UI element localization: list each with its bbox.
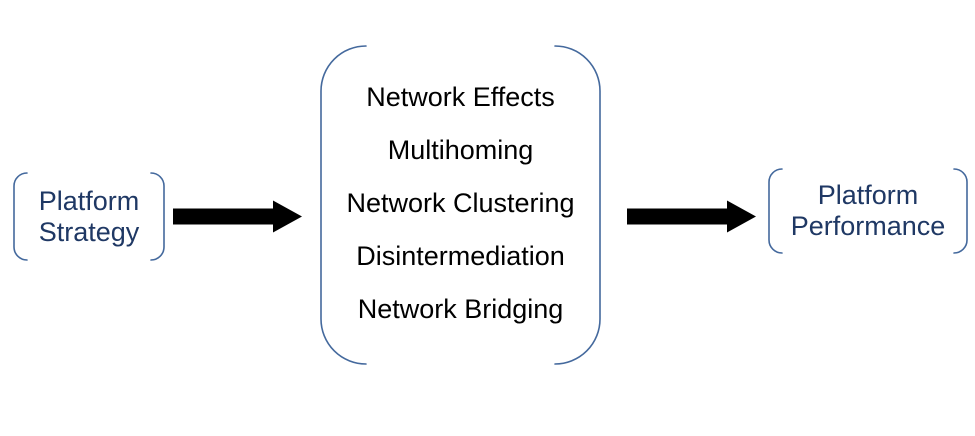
closing-bracket — [554, 45, 601, 365]
bracket-frame — [13, 172, 165, 261]
mediator-list: Network Effects Multihoming Network Clus… — [320, 45, 601, 365]
arrow-right-icon — [627, 200, 756, 233]
mediator-item-network-effects: Network Effects — [366, 82, 555, 112]
node-label-line: Platform — [38, 185, 140, 216]
arrow-strategy-to-mediators — [173, 200, 302, 233]
mediator-item-disintermediation: Disintermediation — [356, 241, 565, 271]
arrow-right-icon — [173, 200, 302, 233]
node-label-line: Strategy — [38, 216, 140, 247]
mediator-item-multihoming: Multihoming — [387, 135, 534, 165]
node-platform-performance: Platform Performance — [768, 168, 968, 254]
node-label-line: Platform — [817, 180, 919, 210]
bracket-frame — [320, 45, 601, 365]
node-label-platform-performance: Platform Performance — [768, 168, 968, 254]
mediator-item-network-clustering: Network Clustering — [346, 188, 575, 218]
arrow-mediators-to-performance — [627, 200, 756, 233]
opening-bracket — [768, 168, 783, 254]
closing-bracket — [150, 172, 165, 261]
mediator-item-network-bridging: Network Bridging — [357, 294, 564, 324]
node-mediating-mechanisms: Network Effects Multihoming Network Clus… — [320, 45, 601, 365]
opening-bracket — [13, 172, 28, 261]
opening-bracket — [320, 45, 367, 365]
node-label-platform-strategy: Platform Strategy — [13, 172, 165, 261]
closing-bracket — [953, 168, 968, 254]
node-platform-strategy: Platform Strategy — [13, 172, 165, 261]
bracket-frame — [768, 168, 968, 254]
node-label-line: Performance — [790, 211, 946, 241]
